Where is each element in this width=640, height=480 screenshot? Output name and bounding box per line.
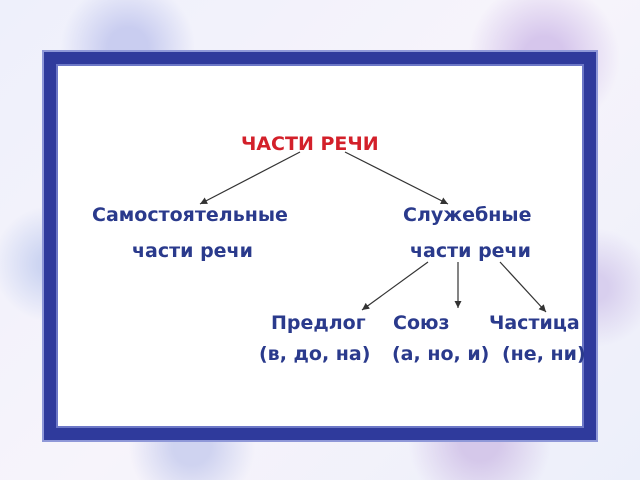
arrow-root-to-auxiliary — [344, 151, 449, 205]
arrow-auxiliary-to-preposition — [361, 261, 429, 311]
independent-node-line1: Самостоятельные — [92, 204, 288, 226]
preposition-node: Предлог — [271, 312, 366, 334]
arrow-root-to-independent — [199, 151, 301, 205]
arrow-auxiliary-to-particle — [499, 261, 547, 313]
content-frame — [44, 52, 596, 440]
root-node: ЧАСТИ РЕЧИ — [241, 133, 379, 155]
particle-node: Частица — [489, 312, 580, 334]
conjunction-node: Союз — [393, 312, 450, 334]
conjunction-examples: (а, но, и) — [392, 343, 490, 365]
independent-node-line2: части речи — [132, 240, 253, 262]
particle-examples: (не, ни) — [502, 343, 586, 365]
auxiliary-node-line1: Служебные — [403, 204, 532, 226]
auxiliary-node-line2: части речи — [410, 240, 531, 262]
preposition-examples: (в, до, на) — [259, 343, 371, 365]
